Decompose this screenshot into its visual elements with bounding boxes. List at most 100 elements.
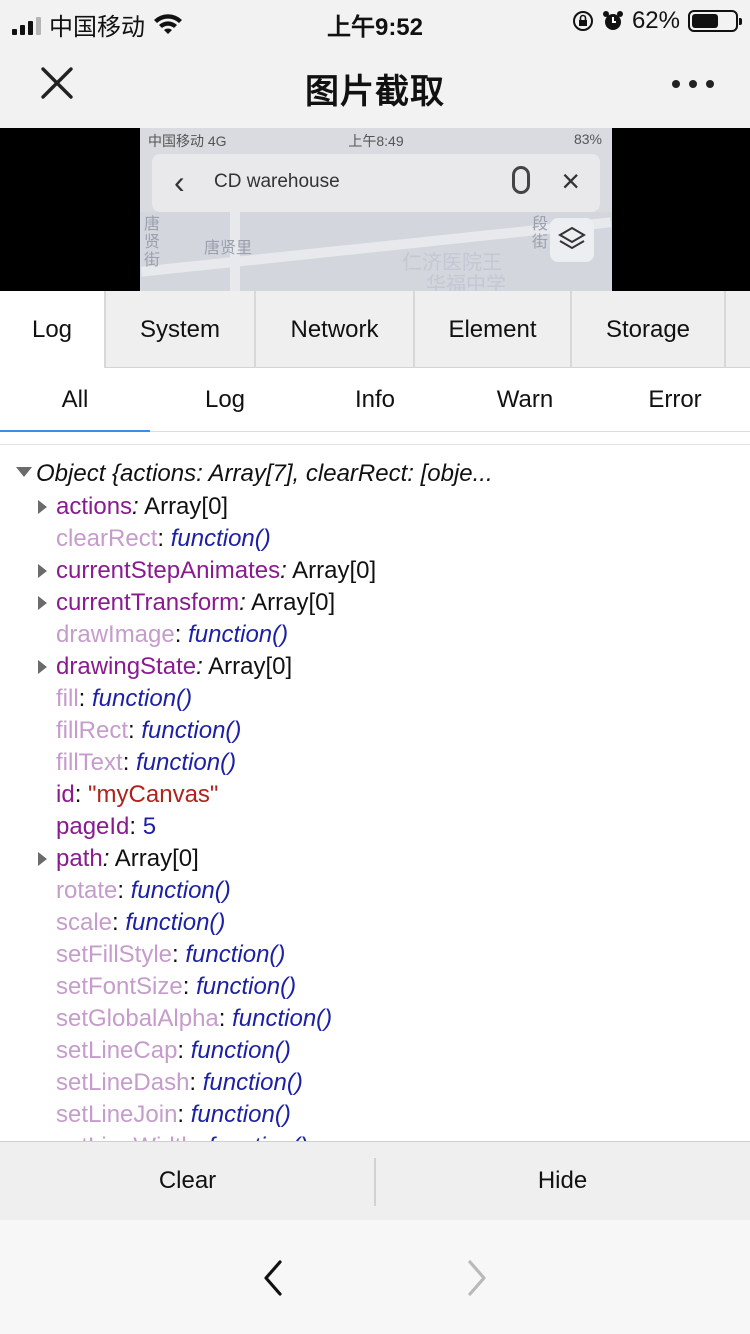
nav-bar: 图片截取 [0, 40, 750, 128]
property-key: clearRect [56, 525, 158, 552]
chevron-left-icon[interactable] [258, 1258, 288, 1298]
property-row[interactable]: currentTransform: Array[0] [0, 587, 750, 619]
property-key: fillText [56, 749, 123, 776]
property-row: setLineJoin: function() [0, 1099, 750, 1131]
filter-tab-all[interactable]: All [0, 368, 150, 432]
property-key: drawingState [56, 653, 197, 680]
property-separator: : [239, 589, 246, 616]
browser-toolbar [0, 1220, 750, 1334]
property-key: currentStepAnimates [56, 557, 281, 584]
expand-triangle-icon[interactable] [38, 852, 47, 866]
preview-map: 唐 贤 街 唐贤里 仁济医院王 华福中学 段 街 [140, 212, 612, 291]
object-header[interactable]: Object {actions: Array[7], clearRect: [o… [16, 460, 493, 488]
map-label: 段 [532, 216, 549, 233]
filter-tab-log[interactable]: Log [204, 385, 246, 413]
carrier-label: 中国移动 [49, 14, 145, 41]
property-value: "myCanvas" [88, 781, 219, 808]
property-key: setGlobalAlpha [56, 1005, 219, 1032]
property-value: function() [136, 749, 237, 776]
map-label: 贤 [144, 234, 161, 251]
hide-button[interactable]: Hide [537, 1167, 588, 1194]
property-key: currentTransform [56, 589, 240, 616]
chevron-right-icon[interactable] [462, 1258, 492, 1298]
property-row: fillText: function() [0, 747, 750, 779]
property-separator: : [102, 845, 110, 872]
preview-clear-icon: × [561, 163, 580, 199]
property-key: rotate [56, 877, 118, 904]
console-output: Object {actions: Array[7], clearRect: [o… [0, 432, 750, 1141]
tab-log[interactable]: Log [0, 291, 106, 368]
wifi-icon [154, 13, 182, 34]
property-value: function() [92, 685, 193, 712]
tab-network[interactable]: Network [256, 291, 415, 368]
expand-triangle-icon[interactable] [38, 564, 47, 578]
property-value: Array[0] [251, 589, 336, 616]
property-row: setLineCap: function() [0, 1035, 750, 1067]
tab-overflow[interactable] [726, 291, 750, 368]
property-row: id: "myCanvas" [0, 779, 750, 811]
property-row[interactable]: drawingState: Array[0] [0, 651, 750, 683]
property-row: scale: function() [0, 907, 750, 939]
property-key: setLineDash [56, 1069, 190, 1096]
property-row[interactable]: currentStepAnimates: Array[0] [0, 555, 750, 587]
preview-search-query: CD warehouse [214, 171, 340, 192]
preview-layers-icon [550, 218, 594, 262]
property-row[interactable]: path: Array[0] [0, 843, 750, 875]
tab-system[interactable]: System [106, 291, 256, 368]
filter-tab-error[interactable]: Error [648, 385, 702, 413]
property-row: drawImage: function() [0, 619, 750, 651]
property-key: setLineJoin [56, 1101, 178, 1128]
filter-tab-warn[interactable]: Warn [496, 385, 554, 413]
preview-mic-icon [512, 166, 530, 194]
close-icon[interactable] [36, 62, 78, 104]
screenshot-image: 中国移动 4G 上午8:49 83% ‹ CD warehouse × 唐 贤 … [140, 128, 612, 291]
preview-status-bar: 中国移动 4G 上午8:49 83% [140, 128, 612, 152]
property-value: function() [188, 621, 289, 648]
property-separator: : [129, 813, 137, 840]
property-value: function() [125, 909, 226, 936]
property-value: function() [141, 717, 242, 744]
preview-time: 上午8:49 [348, 133, 404, 149]
property-row: setFontSize: function() [0, 971, 750, 1003]
property-value: 5 [142, 813, 157, 840]
filter-tab-info[interactable]: Info [354, 385, 396, 413]
property-separator: : [195, 1133, 202, 1141]
actions-divider [374, 1158, 376, 1206]
map-label: 仁济医院王 [402, 252, 502, 274]
property-value: function() [170, 525, 271, 552]
property-separator: : [74, 781, 82, 808]
signal-icon [12, 15, 41, 35]
property-row: setGlobalAlpha: function() [0, 1003, 750, 1035]
property-separator: : [218, 1005, 226, 1032]
property-key: setFontSize [56, 973, 183, 1000]
property-value: Array[0] [208, 653, 293, 680]
property-row: setLineDash: function() [0, 1067, 750, 1099]
property-key: setLineWidth [56, 1133, 195, 1141]
expand-triangle-icon[interactable] [38, 596, 47, 610]
preview-carrier: 中国移动 4G [148, 133, 227, 149]
status-left: 中国移动 [12, 7, 183, 42]
expand-triangle-icon[interactable] [38, 660, 47, 674]
property-value: function() [130, 877, 231, 904]
property-value: Array[0] [144, 493, 229, 520]
more-icon[interactable] [672, 70, 714, 98]
property-separator: : [177, 1037, 185, 1064]
object-properties: actions: Array[0]clearRect: function()cu… [0, 491, 750, 1141]
expand-triangle-icon[interactable] [38, 500, 47, 514]
tab-storage[interactable]: Storage [572, 291, 726, 368]
tab-element[interactable]: Element [415, 291, 572, 368]
alarm-icon [602, 11, 623, 30]
battery-percent: 62% [631, 7, 680, 34]
console-divider [0, 444, 750, 445]
clear-button[interactable]: Clear [158, 1167, 217, 1194]
map-label: 街 [144, 252, 161, 269]
property-separator: : [117, 877, 125, 904]
property-key: actions [56, 493, 133, 520]
property-row: rotate: function() [0, 875, 750, 907]
property-separator: : [157, 525, 165, 552]
page-title: 图片截取 [305, 73, 445, 111]
property-row[interactable]: actions: Array[0] [0, 491, 750, 523]
collapse-triangle-icon[interactable] [16, 467, 32, 477]
property-key: drawImage [56, 621, 175, 648]
property-separator: : [132, 493, 139, 520]
